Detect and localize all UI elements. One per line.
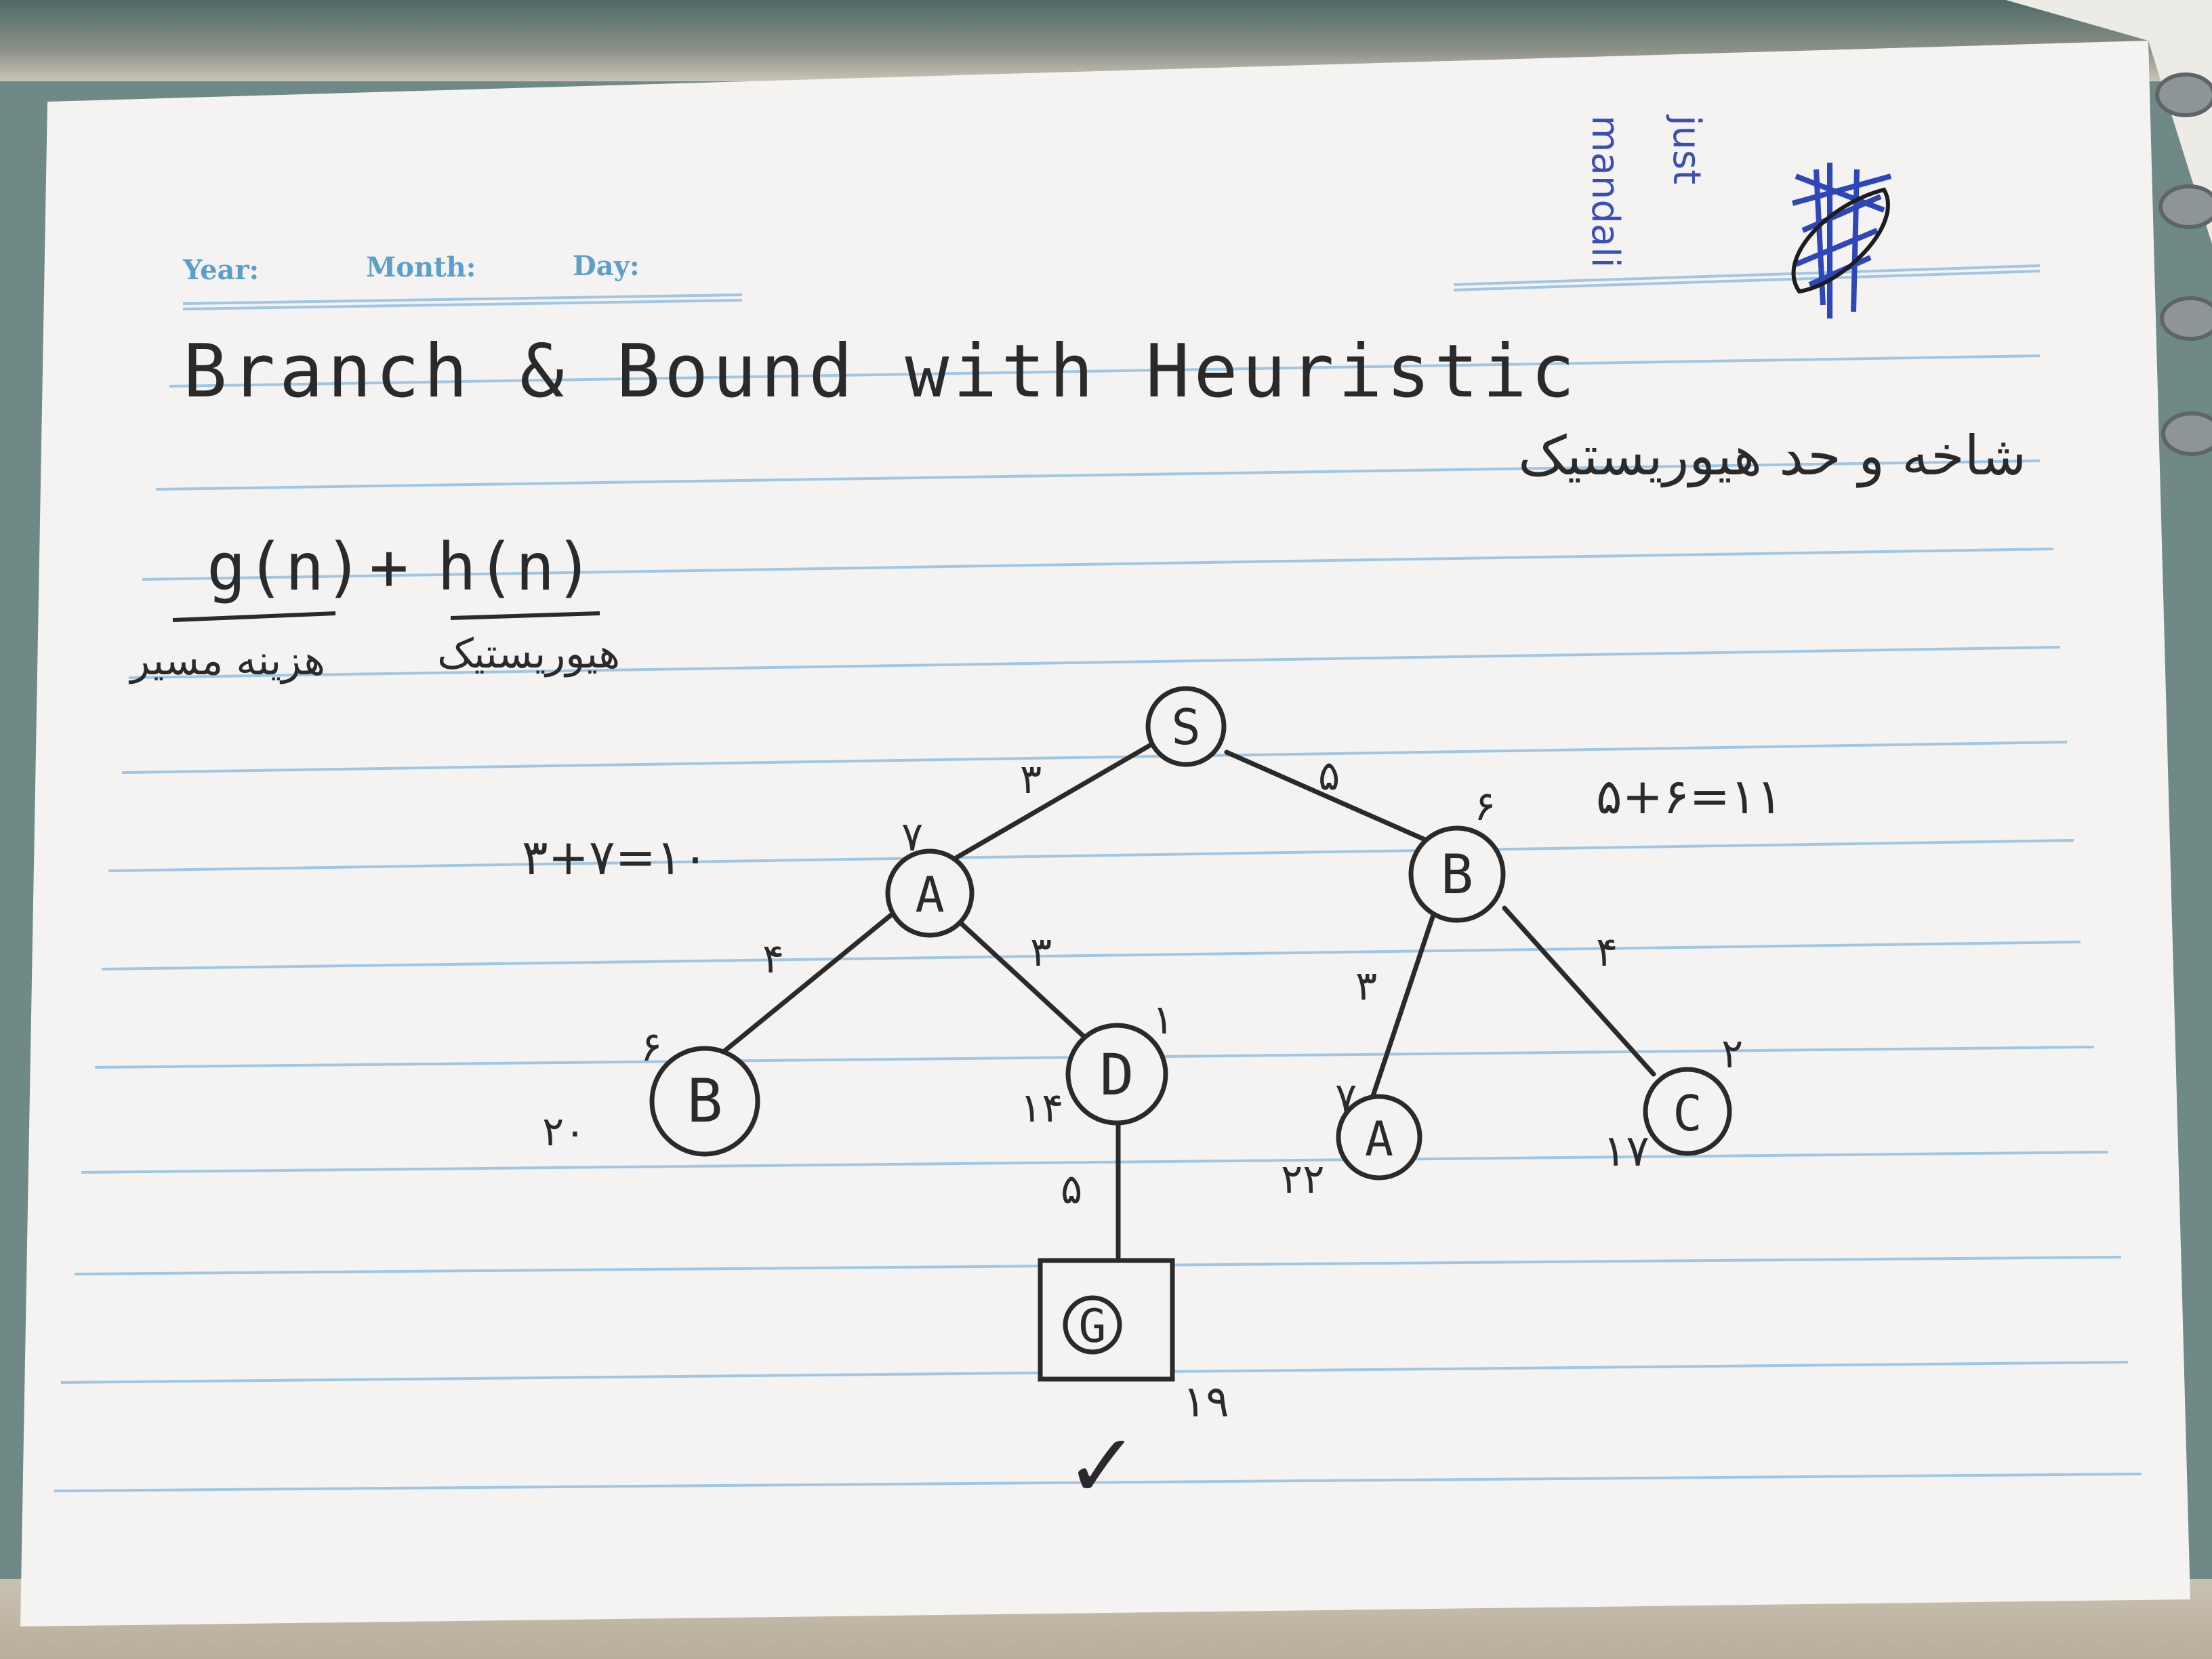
edge-s-b [1224,750,1429,843]
eval-a: ۳+۷=۱۰ [522,829,708,886]
eval-b: ۵+۶=۱۱ [1596,768,1782,825]
node-d-label: D [1100,1042,1134,1108]
corner-note-line2: mandali [1583,115,1627,268]
paper-sheet [20,41,2190,1626]
h-c: ۲ [1721,1030,1743,1078]
date-header: Year: Month: Day: [182,250,640,286]
tree-nodes: S A B B D A C G [649,686,1732,1382]
node-root: S [1145,686,1227,767]
node-goal: G [1038,1258,1175,1382]
node-a-label: A [915,866,944,923]
total-a-right: ۲۲ [1281,1155,1324,1203]
title-english: Branch & Bound with Heuristic [183,329,1579,414]
formula-h-term: h(n) [437,529,594,605]
weight-s-a: ۳ [1020,756,1042,803]
weight-d-g: ۵ [1061,1166,1082,1213]
h-b-left: ۶ [640,1023,662,1071]
total-c: ۱۷ [1603,1126,1650,1176]
edge-b-a [1370,912,1436,1101]
paper-corner [2006,0,2212,244]
formula-g-underline [172,611,336,622]
weight-b-a: ۳ [1355,962,1377,1010]
node-b-left: B [649,1046,760,1157]
corner-note: just mandali [1583,114,1708,268]
node-a-right: A [1336,1094,1422,1181]
spiral-binding [2155,73,2212,456]
h-d: ۱ [1152,996,1174,1044]
node-b: B [1408,825,1506,923]
formula-g-term: g(n) [207,529,363,605]
formula-plus: + [369,529,409,605]
year-label: Year: [182,254,259,286]
tree-edges [685,741,1656,1260]
node-root-label: S [1171,699,1200,756]
node-a: A [885,848,975,938]
node-b-left-label: B [687,1066,723,1136]
corner-note-line1: just [1664,114,1708,184]
total-b-left: ۲۰ [542,1108,586,1155]
node-d: D [1065,1023,1168,1126]
h-a: ۷ [901,813,923,861]
node-heuristics: ۷ ۶ ۶ ۱ ۷ ۲ [640,783,1743,1122]
weight-a-b: ۴ [762,935,784,983]
h-a-right: ۷ [1335,1074,1357,1122]
h-b: ۶ [1474,783,1496,830]
formula-g-caption: هزینه مسیر [128,637,325,684]
node-b-label: B [1441,843,1473,906]
edge-b-c [1502,905,1656,1077]
title-persian: شاخه و حد هیوریستیک [1518,424,2026,488]
edge-weights: ۳ ۵ ۴ ۳ ۳ ۴ ۵ [762,752,1618,1213]
formula-h-caption: هیوریستیک [437,630,620,678]
weight-s-b: ۵ [1318,752,1340,800]
total-d: ۱۴ [1020,1084,1063,1132]
goal-check-icon: ✓ [1071,1404,1132,1522]
weight-b-c: ۴ [1596,928,1618,976]
weight-a-d: ۳ [1030,928,1052,976]
edge-s-a [943,741,1155,867]
formula: g(n) + h(n) هزینه مسیر هیوریستیک [128,529,620,684]
total-goal: ۱۹ [1183,1377,1229,1427]
edge-a-d [953,916,1087,1040]
node-c: C [1643,1067,1732,1156]
node-c-label: C [1673,1085,1702,1142]
scribble-mark [1791,163,1892,319]
formula-h-underline [450,611,600,620]
month-label: Month: [366,251,476,283]
node-goal-label: G [1079,1300,1107,1353]
day-label: Day: [573,250,640,282]
node-totals: ۲۰ ۱۴ ۲۲ ۱۷ ۱۹ [542,1084,1650,1427]
node-a-right-label: A [1365,1111,1393,1167]
